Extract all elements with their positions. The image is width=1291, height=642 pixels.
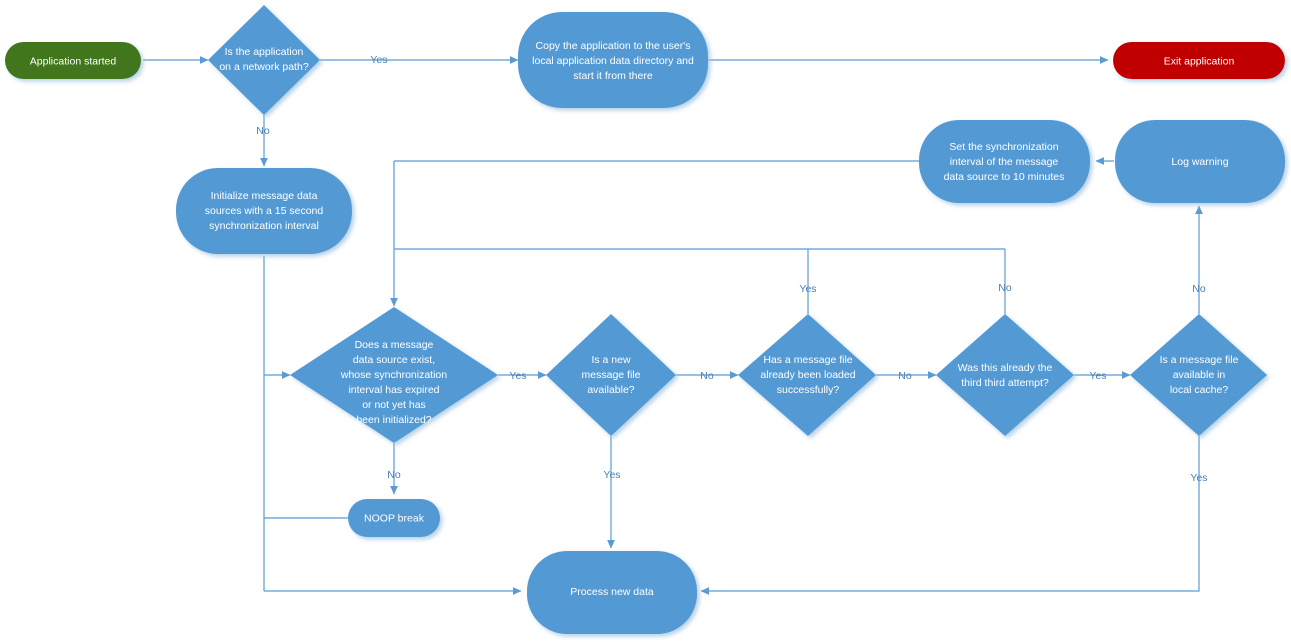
node-log-warning[interactable]: Log warning — [1115, 120, 1285, 203]
node-exit-application[interactable]: Exit application — [1113, 42, 1285, 79]
node-initialize-message-data-sources[interactable]: Initialize message data sources with a 1… — [176, 168, 352, 254]
edge-local-cache-yes-to-process — [700, 436, 1200, 595]
edge-label-yes-data-source: Yes — [509, 370, 526, 382]
node-application-started[interactable]: Application started — [5, 42, 141, 79]
edge-label-no-network-path: No — [256, 125, 270, 137]
node-already-loaded-successfully[interactable]: Has a message file already been loaded s… — [738, 314, 876, 436]
node-set-sync-interval[interactable]: Set the synchronization interval of the … — [919, 120, 1090, 203]
node-is-network-path[interactable]: Is the application on a network path? — [208, 5, 320, 115]
node-noop-break[interactable]: NOOP break — [348, 499, 440, 537]
edge-label-no-new-message-file: No — [700, 370, 714, 382]
node-copy-application[interactable]: Copy the application to the user's local… — [518, 12, 708, 108]
edge-label-yes-third-attempt: Yes — [1089, 370, 1106, 382]
node-is-new-message-file-available[interactable]: Is a new message file available? — [546, 314, 676, 436]
edge-label-yes-new-message-file: Yes — [603, 469, 620, 481]
node-available-in-local-cache[interactable]: Is a message file available in local cac… — [1130, 314, 1267, 436]
connector-layer — [143, 56, 1203, 595]
node-process-new-data[interactable]: Process new data — [527, 551, 697, 634]
edge-label-no-already-loaded: No — [898, 370, 912, 382]
node-does-data-source-exist[interactable]: Does a message data source exist, whose … — [290, 307, 498, 443]
node-third-attempt[interactable]: Was this already the third third attempt… — [936, 314, 1074, 436]
